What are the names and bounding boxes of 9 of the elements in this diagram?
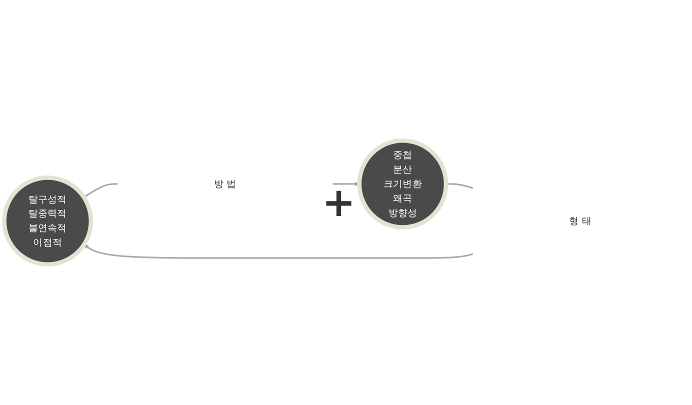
- connector: [446, 183, 474, 189]
- arrow: [84, 244, 474, 259]
- node-text: 방 법: [214, 178, 236, 190]
- plus-sign: +: [322, 180, 356, 226]
- node-text: 형 태: [569, 215, 592, 227]
- node-circle: 중첩 분산 크기변환 왜곡 방향성: [357, 138, 448, 230]
- connector: [83, 183, 118, 198]
- node-circle: 탈구성적 탈중력적 불연속적 이접적: [2, 176, 94, 266]
- arrow: [332, 182, 360, 186]
